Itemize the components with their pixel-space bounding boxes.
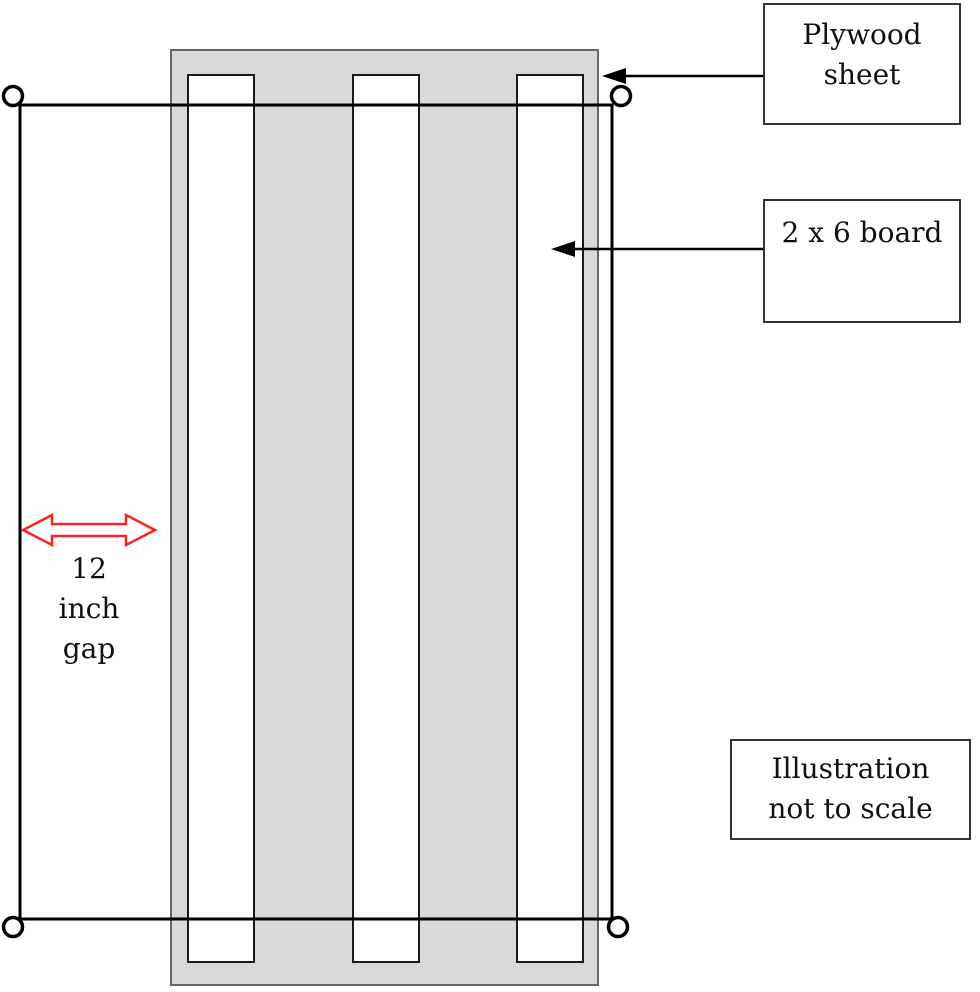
plywood-label-line1: Plywood xyxy=(802,18,922,51)
plywood-callout-arrow xyxy=(602,68,763,84)
frame-outline xyxy=(18,103,614,921)
board-3-rect xyxy=(516,74,584,963)
plywood-sheet-label: Plywood sheet xyxy=(763,3,961,125)
corner-ring-bottom-left-icon xyxy=(1,915,25,939)
board-1-rect xyxy=(187,74,255,963)
board-label: 2 x 6 board xyxy=(763,199,961,323)
gap-label-line3: gap xyxy=(62,632,116,665)
gap-label-line1: 12 xyxy=(71,552,107,585)
board-callout-arrow xyxy=(551,241,763,257)
scale-note-line1: Illustration xyxy=(771,752,930,785)
gap-double-arrow-icon xyxy=(20,512,158,548)
scale-note-line2: not to scale xyxy=(768,792,933,825)
board-2-rect xyxy=(352,74,420,963)
scale-note-label: Illustration not to scale xyxy=(730,739,971,840)
plywood-label-line2: sheet xyxy=(823,58,901,91)
board-label-text: 2 x 6 board xyxy=(781,216,943,249)
gap-label: 12 inch gap xyxy=(23,549,155,669)
corner-ring-top-left-icon xyxy=(1,84,25,108)
corner-ring-top-right-icon xyxy=(609,84,633,108)
gap-label-line2: inch xyxy=(58,592,120,625)
corner-ring-bottom-right-icon xyxy=(606,915,630,939)
